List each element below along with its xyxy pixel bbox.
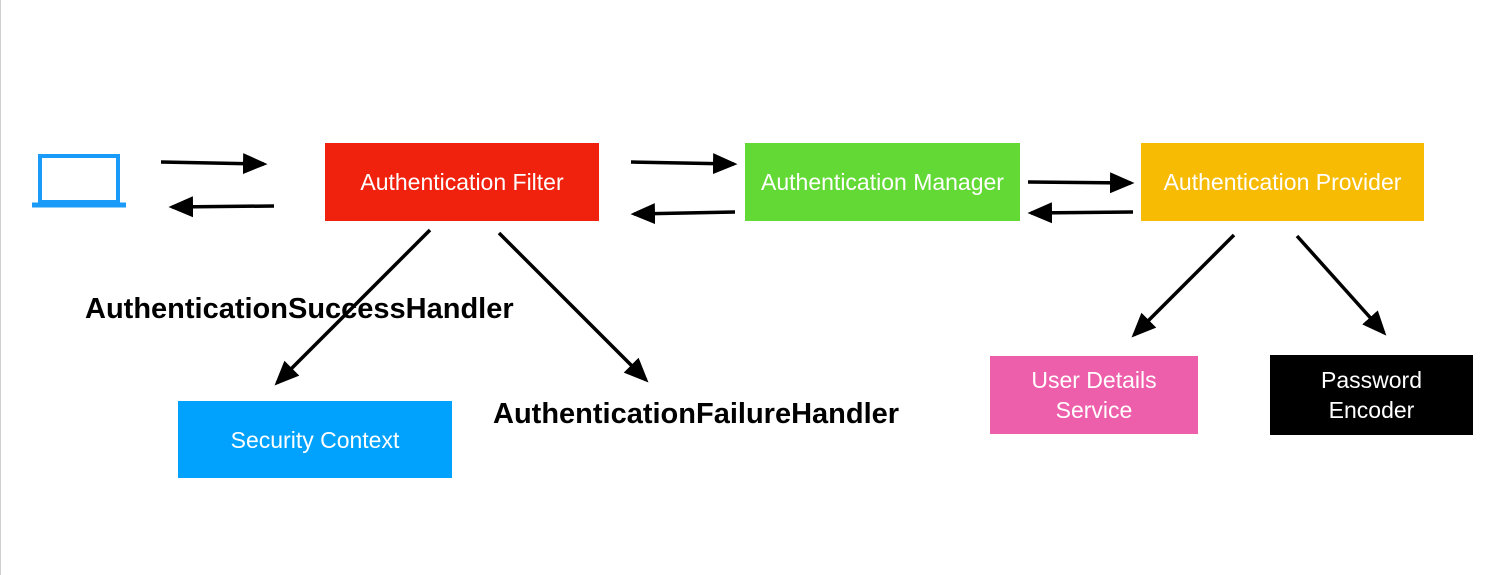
authentication-filter-label: Authentication Filter (360, 169, 564, 195)
authentication-manager-box: Authentication Manager (745, 143, 1020, 221)
manager-to-provider-arrow (1027, 172, 1135, 194)
provider-to-password-encoder-arrow (1295, 234, 1387, 336)
filter-to-failure-handler-arrow (497, 231, 649, 383)
security-context-box: Security Context (178, 401, 452, 478)
authentication-failure-handler-label: AuthenticationFailureHandler (493, 398, 900, 430)
authentication-filter-box: Authentication Filter (325, 143, 599, 221)
manager-to-filter-arrow (630, 203, 736, 225)
user-details-service-box: User Details Service (990, 356, 1198, 434)
authentication-provider-box: Authentication Provider (1141, 143, 1424, 221)
authentication-manager-label: Authentication Manager (761, 169, 1004, 195)
password-encoder-label: Password Encoder (1321, 367, 1422, 423)
page-edge (0, 0, 1, 575)
user-details-service-label: User Details Service (1031, 367, 1157, 423)
filter-to-client-arrow (168, 196, 275, 218)
password-encoder-box: Password Encoder (1270, 355, 1473, 435)
provider-to-user-details-arrow (1131, 233, 1236, 338)
authentication-success-handler-label: AuthenticationSuccessHandler (85, 293, 514, 325)
client-to-filter-arrow (160, 153, 268, 175)
authentication-provider-label: Authentication Provider (1163, 169, 1402, 195)
filter-to-security-context-arrow (274, 228, 432, 386)
laptop-icon (32, 154, 126, 208)
provider-to-manager-arrow (1027, 202, 1134, 224)
security-context-label: Security Context (230, 426, 400, 453)
filter-to-manager-arrow (630, 153, 738, 175)
